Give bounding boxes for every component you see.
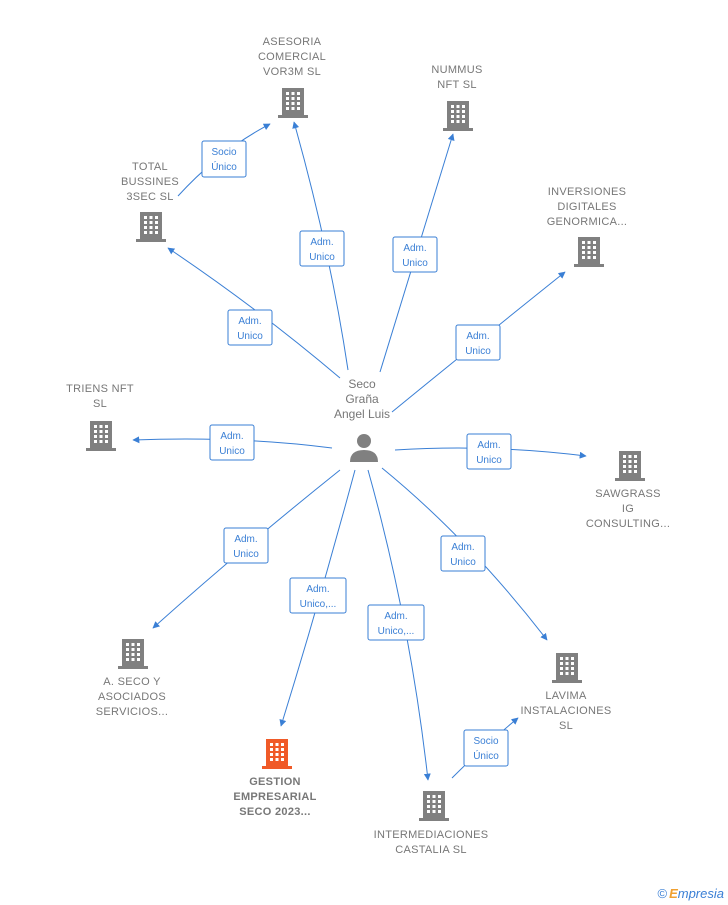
svg-text:ASOCIADOS: ASOCIADOS bbox=[98, 691, 166, 703]
node-lavima[interactable]: LAVIMA INSTALACIONES SL bbox=[520, 653, 611, 732]
svg-text:LAVIMA: LAVIMA bbox=[545, 690, 587, 702]
node-aseco[interactable]: A. SECO Y ASOCIADOS SERVICIOS... bbox=[96, 639, 168, 718]
svg-text:Socio: Socio bbox=[473, 736, 498, 747]
svg-text:SL: SL bbox=[93, 398, 107, 410]
node-inversiones[interactable]: INVERSIONES DIGITALES GENORMICA... bbox=[547, 186, 628, 267]
svg-text:ASESORIA: ASESORIA bbox=[263, 36, 322, 48]
edge-label-inter-lavima[interactable]: Socio Único bbox=[463, 729, 509, 767]
svg-text:Adm.: Adm. bbox=[466, 331, 489, 342]
edge-label-lavima[interactable]: Adm. Unico bbox=[440, 535, 486, 572]
person-icon bbox=[350, 434, 378, 462]
node-triens[interactable]: TRIENS NFT SL bbox=[66, 383, 134, 451]
svg-text:Unico: Unico bbox=[402, 258, 428, 269]
svg-text:BUSSINES: BUSSINES bbox=[121, 176, 179, 188]
svg-text:Adm.: Adm. bbox=[234, 534, 257, 545]
building-icon bbox=[615, 451, 645, 481]
edge-label-aseco[interactable]: Adm. Unico bbox=[223, 527, 269, 564]
building-icon bbox=[443, 101, 473, 131]
svg-text:SERVICIOS...: SERVICIOS... bbox=[96, 706, 168, 718]
building-icon bbox=[86, 421, 116, 451]
svg-text:VOR3M SL: VOR3M SL bbox=[263, 66, 321, 78]
brand-logo-text: mpresia bbox=[677, 886, 724, 901]
edge-label-nummus[interactable]: Adm. Unico bbox=[392, 236, 438, 273]
svg-text:Angel Luis: Angel Luis bbox=[334, 407, 390, 421]
node-total[interactable]: TOTAL BUSSINES 3SEC SL bbox=[121, 161, 179, 242]
edge-label-total[interactable]: Adm. Unico bbox=[227, 309, 273, 346]
edge-label-intermediaciones[interactable]: Adm. Unico,... bbox=[367, 604, 425, 641]
company-nodes: ASESORIA COMERCIAL VOR3M SL NUMMUS NFT S… bbox=[66, 36, 670, 856]
svg-text:Unico: Unico bbox=[476, 455, 502, 466]
svg-text:Adm.: Adm. bbox=[451, 542, 474, 553]
svg-text:CONSULTING...: CONSULTING... bbox=[586, 518, 670, 530]
svg-text:Adm.: Adm. bbox=[310, 237, 333, 248]
svg-text:DIGITALES: DIGITALES bbox=[557, 201, 616, 213]
svg-text:Unico: Unico bbox=[450, 557, 476, 568]
svg-text:Unico: Unico bbox=[219, 446, 245, 457]
svg-text:3SEC SL: 3SEC SL bbox=[126, 191, 173, 203]
svg-text:Seco: Seco bbox=[348, 377, 376, 391]
svg-text:INVERSIONES: INVERSIONES bbox=[548, 186, 627, 198]
svg-text:INTERMEDIACIONES: INTERMEDIACIONES bbox=[374, 829, 489, 841]
svg-text:Unico: Unico bbox=[465, 346, 491, 357]
svg-text:TRIENS NFT: TRIENS NFT bbox=[66, 383, 134, 395]
building-icon bbox=[552, 653, 582, 683]
edge-label-asesoria[interactable]: Adm. Unico bbox=[299, 230, 345, 267]
node-nummus[interactable]: NUMMUS NFT SL bbox=[431, 64, 482, 131]
svg-text:NUMMUS: NUMMUS bbox=[431, 64, 482, 76]
svg-text:Adm.: Adm. bbox=[384, 611, 407, 622]
svg-text:IG: IG bbox=[622, 503, 634, 515]
node-intermediaciones[interactable]: INTERMEDIACIONES CASTALIA SL bbox=[374, 791, 489, 856]
svg-text:Socio: Socio bbox=[211, 147, 236, 158]
node-asesoria[interactable]: ASESORIA COMERCIAL VOR3M SL bbox=[258, 36, 326, 118]
svg-text:GESTION: GESTION bbox=[249, 776, 301, 788]
svg-text:Unico,...: Unico,... bbox=[300, 599, 337, 610]
svg-text:Adm.: Adm. bbox=[477, 440, 500, 451]
building-icon bbox=[574, 237, 604, 267]
svg-text:Graña: Graña bbox=[345, 392, 379, 406]
svg-text:Único: Único bbox=[473, 749, 499, 762]
svg-text:SAWGRASS: SAWGRASS bbox=[595, 488, 661, 500]
brand-footer: ©Empresia bbox=[657, 886, 724, 901]
svg-text:Unico: Unico bbox=[233, 549, 259, 560]
copyright-symbol: © bbox=[657, 886, 668, 901]
svg-text:TOTAL: TOTAL bbox=[132, 161, 168, 173]
svg-text:Adm.: Adm. bbox=[403, 243, 426, 254]
svg-text:Único: Único bbox=[211, 160, 237, 173]
edge-label-sawgrass[interactable]: Adm. Unico bbox=[466, 433, 512, 470]
svg-text:Adm.: Adm. bbox=[306, 584, 329, 595]
building-icon bbox=[118, 639, 148, 669]
node-sawgrass[interactable]: SAWGRASS IG CONSULTING... bbox=[586, 451, 670, 530]
svg-text:EMPRESARIAL: EMPRESARIAL bbox=[233, 791, 316, 803]
edge-label-triens[interactable]: Adm. Unico bbox=[209, 424, 255, 461]
svg-text:Unico,...: Unico,... bbox=[378, 626, 415, 637]
brand-logo-initial: E bbox=[669, 886, 678, 901]
svg-text:SECO 2023...: SECO 2023... bbox=[239, 806, 310, 818]
svg-text:INSTALACIONES: INSTALACIONES bbox=[520, 705, 611, 717]
building-icon bbox=[278, 88, 308, 118]
edge-label-gestion[interactable]: Adm. Unico,... bbox=[289, 577, 347, 614]
svg-text:A. SECO Y: A. SECO Y bbox=[103, 676, 161, 688]
person-node[interactable]: Seco Graña Angel Luis bbox=[334, 377, 390, 462]
svg-text:CASTALIA SL: CASTALIA SL bbox=[395, 844, 467, 856]
building-icon bbox=[136, 212, 166, 242]
svg-text:Unico: Unico bbox=[237, 331, 263, 342]
svg-text:Adm.: Adm. bbox=[238, 316, 261, 327]
svg-text:COMERCIAL: COMERCIAL bbox=[258, 51, 326, 63]
svg-text:GENORMICA...: GENORMICA... bbox=[547, 216, 628, 228]
svg-text:Unico: Unico bbox=[309, 252, 335, 263]
svg-text:SL: SL bbox=[559, 720, 573, 732]
building-icon-focus bbox=[262, 739, 292, 769]
svg-text:NFT SL: NFT SL bbox=[437, 79, 477, 91]
edge-labels: Socio Único Adm. Unico Adm. Unico Adm. U… bbox=[201, 140, 512, 767]
node-gestion[interactable]: GESTION EMPRESARIAL SECO 2023... bbox=[233, 739, 316, 818]
edge-label-total-asesoria[interactable]: Socio Único bbox=[201, 140, 247, 178]
svg-text:Adm.: Adm. bbox=[220, 431, 243, 442]
building-icon bbox=[419, 791, 449, 821]
edge-label-inversiones[interactable]: Adm. Unico bbox=[455, 324, 501, 361]
